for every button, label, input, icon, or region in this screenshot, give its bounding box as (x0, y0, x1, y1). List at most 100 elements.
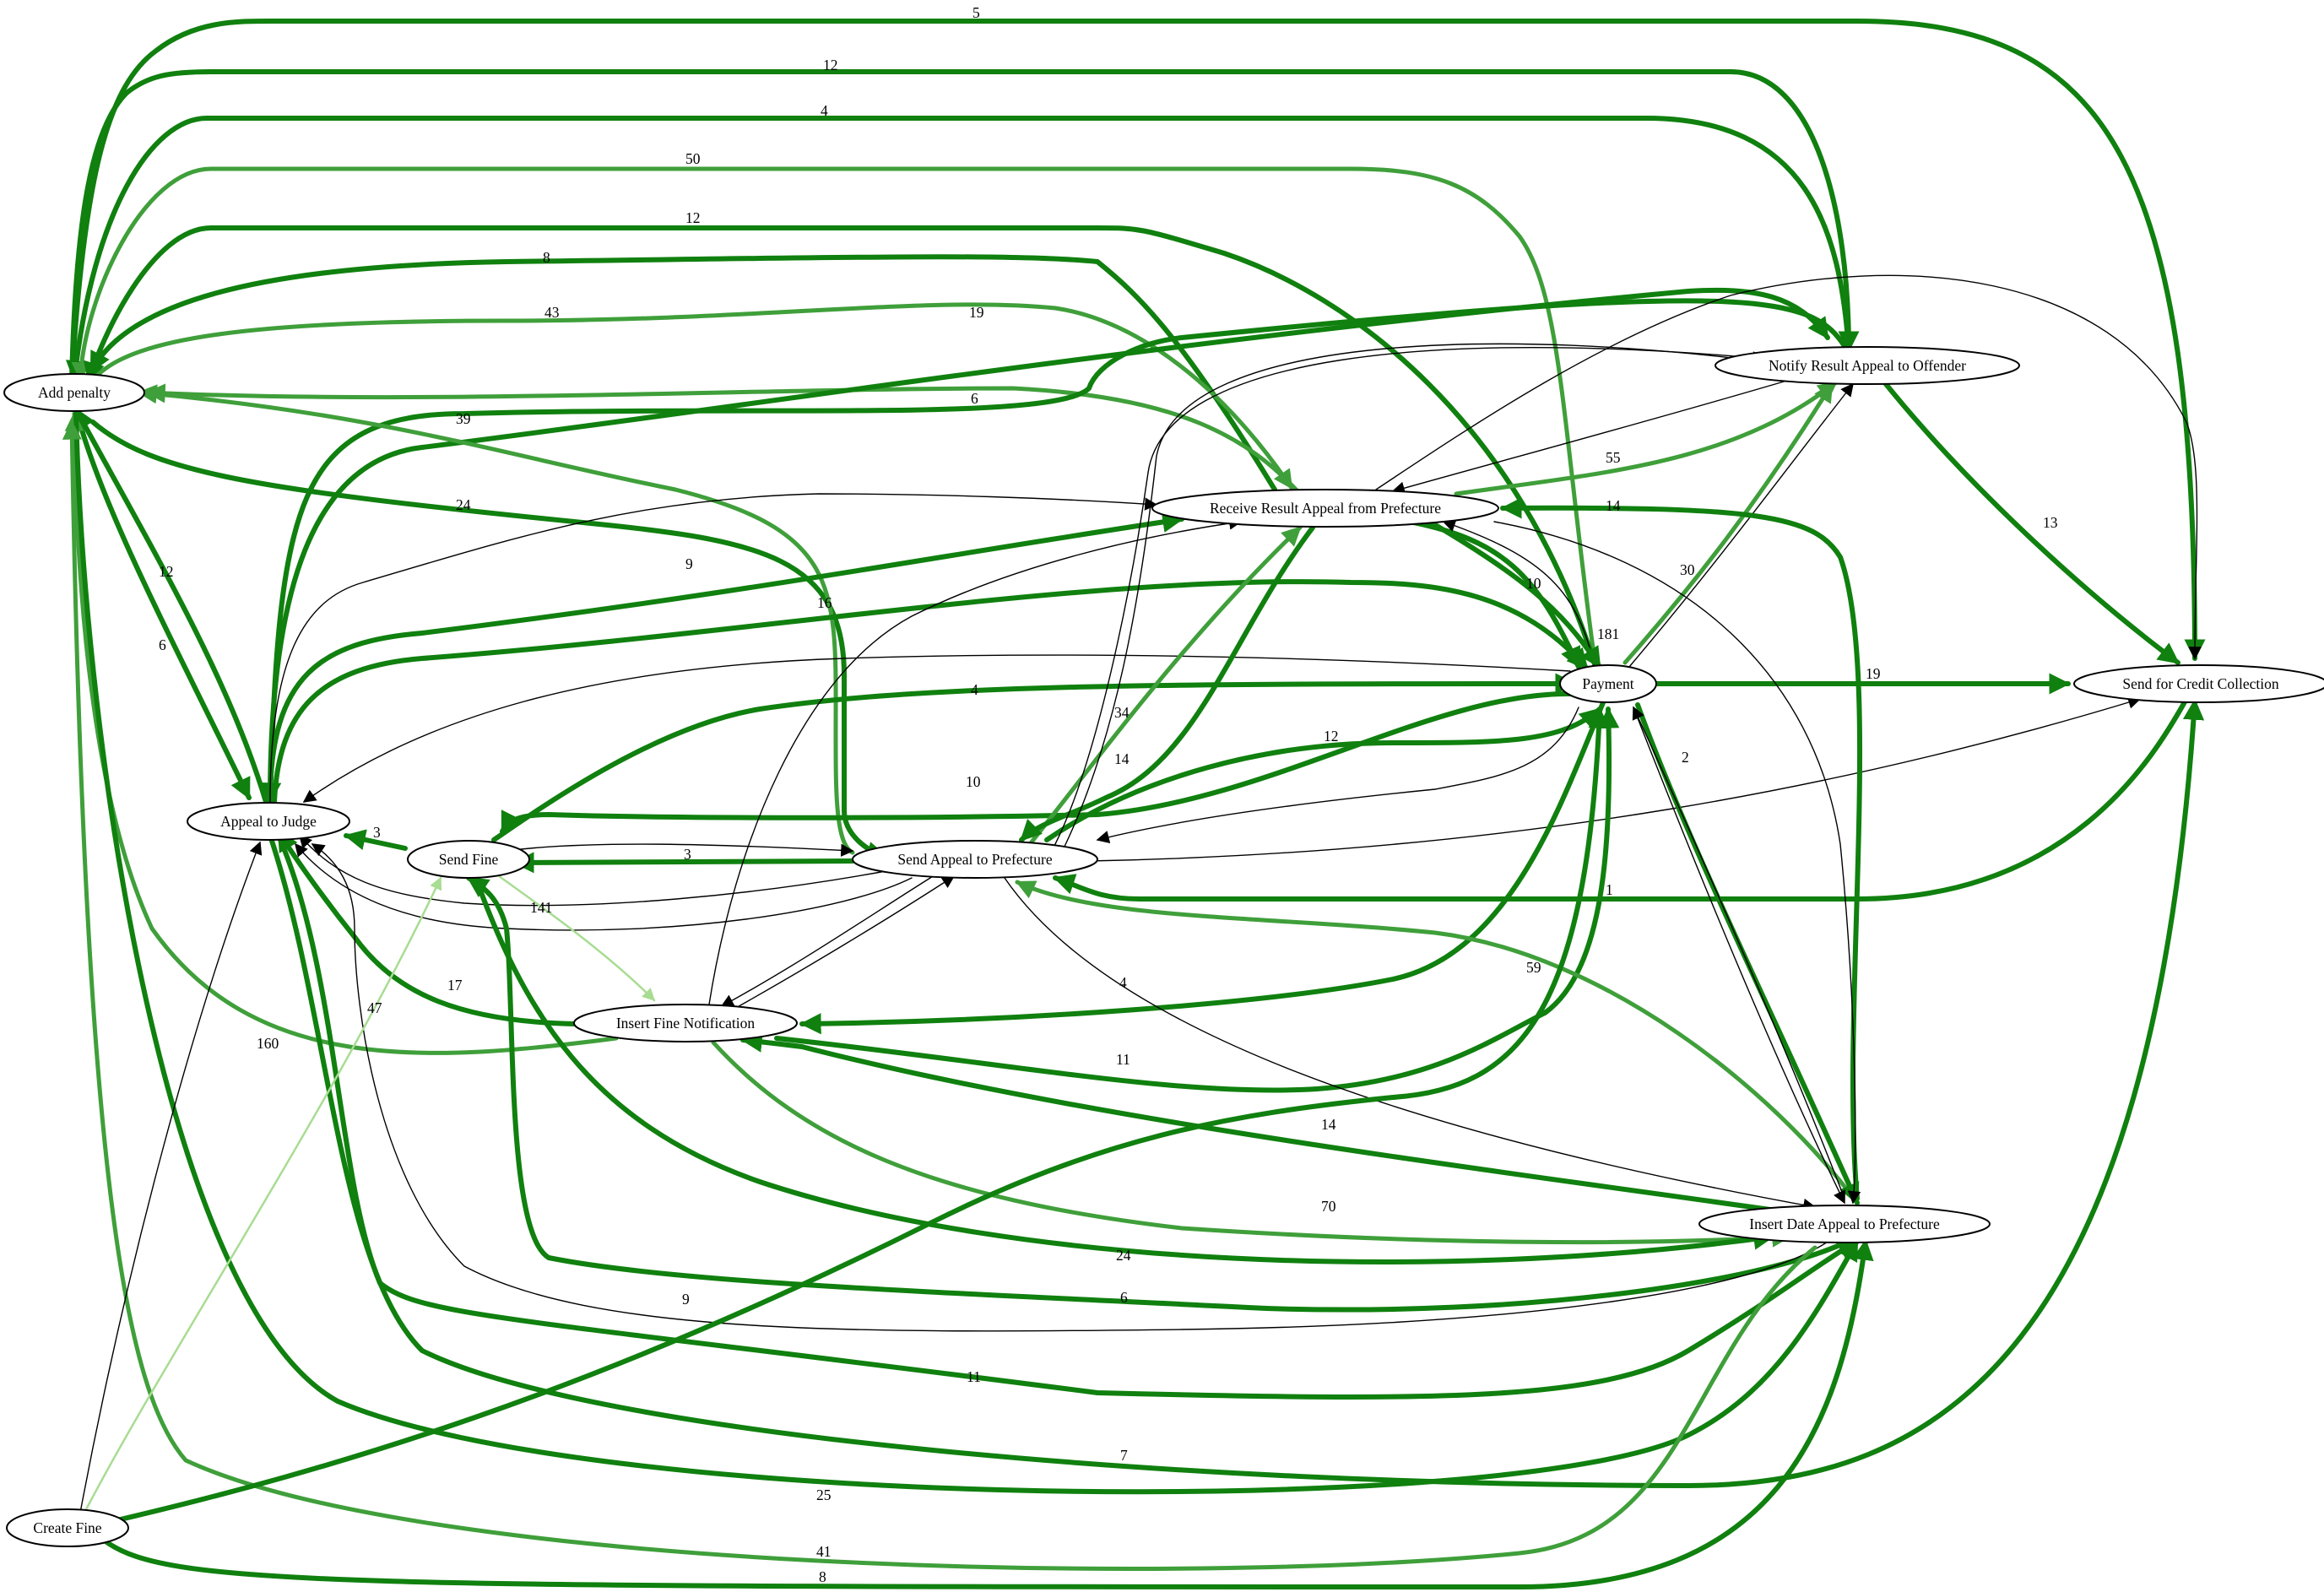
edge-label: 4 (1119, 974, 1127, 991)
edge-send-appeal-to-appeal-to-judge-thin-2 (298, 834, 896, 907)
edge-label: 10 (966, 773, 981, 790)
edge-insert-date-appeal-to-send-appeal (1015, 880, 1860, 1205)
edge-receive-result-to-add-penalty-2 (145, 383, 1303, 496)
edge-insert-fine-notification-to-add-penalty (64, 411, 619, 1055)
edge-label: 1 (1606, 881, 1613, 898)
svg-text:Receive Result Appeal from Pre: Receive Result Appeal from Prefecture (1210, 500, 1441, 517)
edge-payment-to-notify-result (1622, 382, 1834, 665)
edge-insert-date-appeal-to-appeal-to-judge-thin (311, 843, 1841, 1332)
edge-label: 9 (685, 555, 693, 572)
edge-label: 19 (969, 304, 984, 321)
edge-label: 16 (817, 594, 832, 611)
edge-appeal-to-judge-to-credit-collection (268, 698, 2205, 1488)
edge-label: 41 (816, 1543, 832, 1560)
edge-send-appeal-to-insert-date-appeal-thin (1004, 877, 1817, 1212)
edge-label: 55 (1606, 449, 1621, 466)
edge-label: 6 (159, 636, 166, 653)
edge-label: 10 (1526, 575, 1541, 592)
edge-send-fine-to-payment (491, 673, 1577, 842)
node-notify-result-appeal[interactable]: Notify Result Appeal to Offender (1715, 346, 2020, 385)
svg-text:Add penalty: Add penalty (38, 384, 111, 401)
edge-insert-fine-notification-to-send-appeal-thin (734, 875, 956, 1010)
svg-text:Appeal to Judge: Appeal to Judge (220, 813, 317, 830)
edge-label: 2 (1682, 749, 1689, 766)
edge-label: 24 (1116, 1247, 1131, 1264)
edge-label: 50 (685, 150, 701, 167)
node-insert-date-appeal[interactable]: Insert Date Appeal to Prefecture (1698, 1205, 1991, 1243)
svg-text:Payment: Payment (1582, 675, 1633, 692)
node-insert-fine-notification[interactable]: Insert Fine Notification (573, 1004, 798, 1042)
edge-label: 12 (823, 57, 838, 73)
edge-appeal-to-judge-to-payment (272, 579, 1590, 804)
edge-appeal-to-judge-to-receive-result-thin (269, 493, 1158, 803)
edge-label: 24 (456, 496, 471, 513)
edge-add-penalty-to-notify-result (69, 69, 1860, 382)
edge-receive-result-to-credit-collection-thin (1375, 274, 2202, 660)
edge-label: 14 (1114, 750, 1129, 767)
edge-payment-to-appeal-to-judge-thin (302, 654, 1571, 803)
edge-send-appeal-to-notify-result-thin-2 (1063, 343, 1774, 849)
edge-label: 3 (373, 824, 381, 841)
edge-insert-date-appeal-to-insert-fine-notification (740, 1031, 1826, 1220)
edge-label: 17 (447, 977, 463, 994)
edge-send-appeal-to-payment (1044, 707, 1602, 842)
svg-text:Notify Result Appeal to Offend: Notify Result Appeal to Offender (1769, 357, 1966, 374)
edge-create-fine-to-payment (107, 707, 1610, 1524)
edge-send-appeal-to-receive-result (1027, 525, 1303, 847)
edge-label: 9 (682, 1291, 690, 1308)
edge-label: 39 (456, 410, 471, 427)
edge-receive-result-to-payment (1407, 519, 1581, 669)
edge-insert-fine-notification-to-insert-date-appeal (711, 1040, 1792, 1248)
node-appeal-to-judge[interactable]: Appeal to Judge (187, 802, 350, 841)
edge-appeal-to-judge-to-add-penalty (73, 407, 268, 804)
edge-send-appeal-to-credit-collection-thin (1088, 696, 2142, 862)
edge-label: 70 (1321, 1198, 1336, 1215)
edge-label: 160 (257, 1035, 279, 1052)
edge-label: 5 (972, 4, 980, 21)
edge-label: 8 (543, 249, 550, 266)
edge-label: 7 (1120, 1447, 1128, 1464)
edge-payment-to-add-penalty-2 (84, 225, 1598, 669)
edge-payment-to-send-fine (500, 690, 1573, 834)
edge-label: 6 (971, 390, 978, 407)
edge-label: 12 (159, 563, 174, 580)
edge-label: 11 (1116, 1051, 1130, 1068)
edge-add-penalty-to-receive-result (95, 302, 1294, 490)
edge-send-appeal-to-appeal-to-judge-thin (295, 842, 913, 931)
edge-create-fine-to-insert-date-appeal (103, 1238, 1874, 1589)
node-send-appeal-to-prefecture[interactable]: Send Appeal to Prefecture (852, 840, 1098, 879)
edges-layer (62, 19, 2206, 1589)
edge-label: 12 (685, 209, 701, 226)
edge-payment-to-receive-result-thin (1442, 519, 1596, 672)
edge-label: 59 (1526, 959, 1541, 976)
edge-label: 11 (967, 1368, 981, 1385)
edge-label: 181 (1597, 625, 1619, 642)
node-payment[interactable]: Payment (1559, 664, 1657, 703)
edge-send-appeal-to-add-penalty (137, 384, 855, 855)
node-create-fine[interactable]: Create Fine (6, 1508, 129, 1547)
edge-notify-result-to-appeal-to-judge (260, 298, 1851, 804)
edge-add-penalty-to-send-appeal (90, 420, 889, 863)
edge-label: 141 (530, 899, 552, 916)
node-add-penalty[interactable]: Add penalty (3, 373, 145, 412)
edge-send-fine-to-insert-fine-notification (488, 868, 656, 1002)
edge-payment-to-insert-fine-notification (799, 698, 1606, 1035)
edge-label: 14 (1606, 497, 1621, 514)
edge-add-penalty-to-appeal-to-judge (73, 407, 252, 800)
node-send-for-credit-collection[interactable]: Send for Credit Collection (2073, 664, 2324, 703)
edge-label: 25 (816, 1486, 832, 1503)
svg-text:Create Fine: Create Fine (33, 1519, 101, 1536)
edge-send-appeal-to-notify-result-thin (1054, 346, 1766, 845)
node-send-fine[interactable]: Send Fine (407, 840, 530, 879)
edge-send-fine-to-insert-date-appeal (470, 867, 1775, 1264)
edge-insert-fine-notification-to-appeal-to-judge (276, 829, 577, 1026)
edge-labels-layer: 5 12 4 50 12 8 43 19 6 39 24 12 6 9 16 5… (159, 4, 2058, 1585)
edge-create-fine-to-send-fine-light (83, 876, 442, 1514)
edge-appeal-to-judge-to-insert-date-appeal (276, 833, 1860, 1400)
node-receive-result-appeal[interactable]: Receive Result Appeal from Prefecture (1151, 489, 1499, 528)
edge-appeal-to-judge-to-receive-result (268, 511, 1184, 804)
edge-notify-result-to-receive-result-thin (1391, 379, 1790, 495)
edge-label: 3 (684, 846, 691, 863)
edge-receive-result-to-add-penalty (89, 254, 1277, 492)
